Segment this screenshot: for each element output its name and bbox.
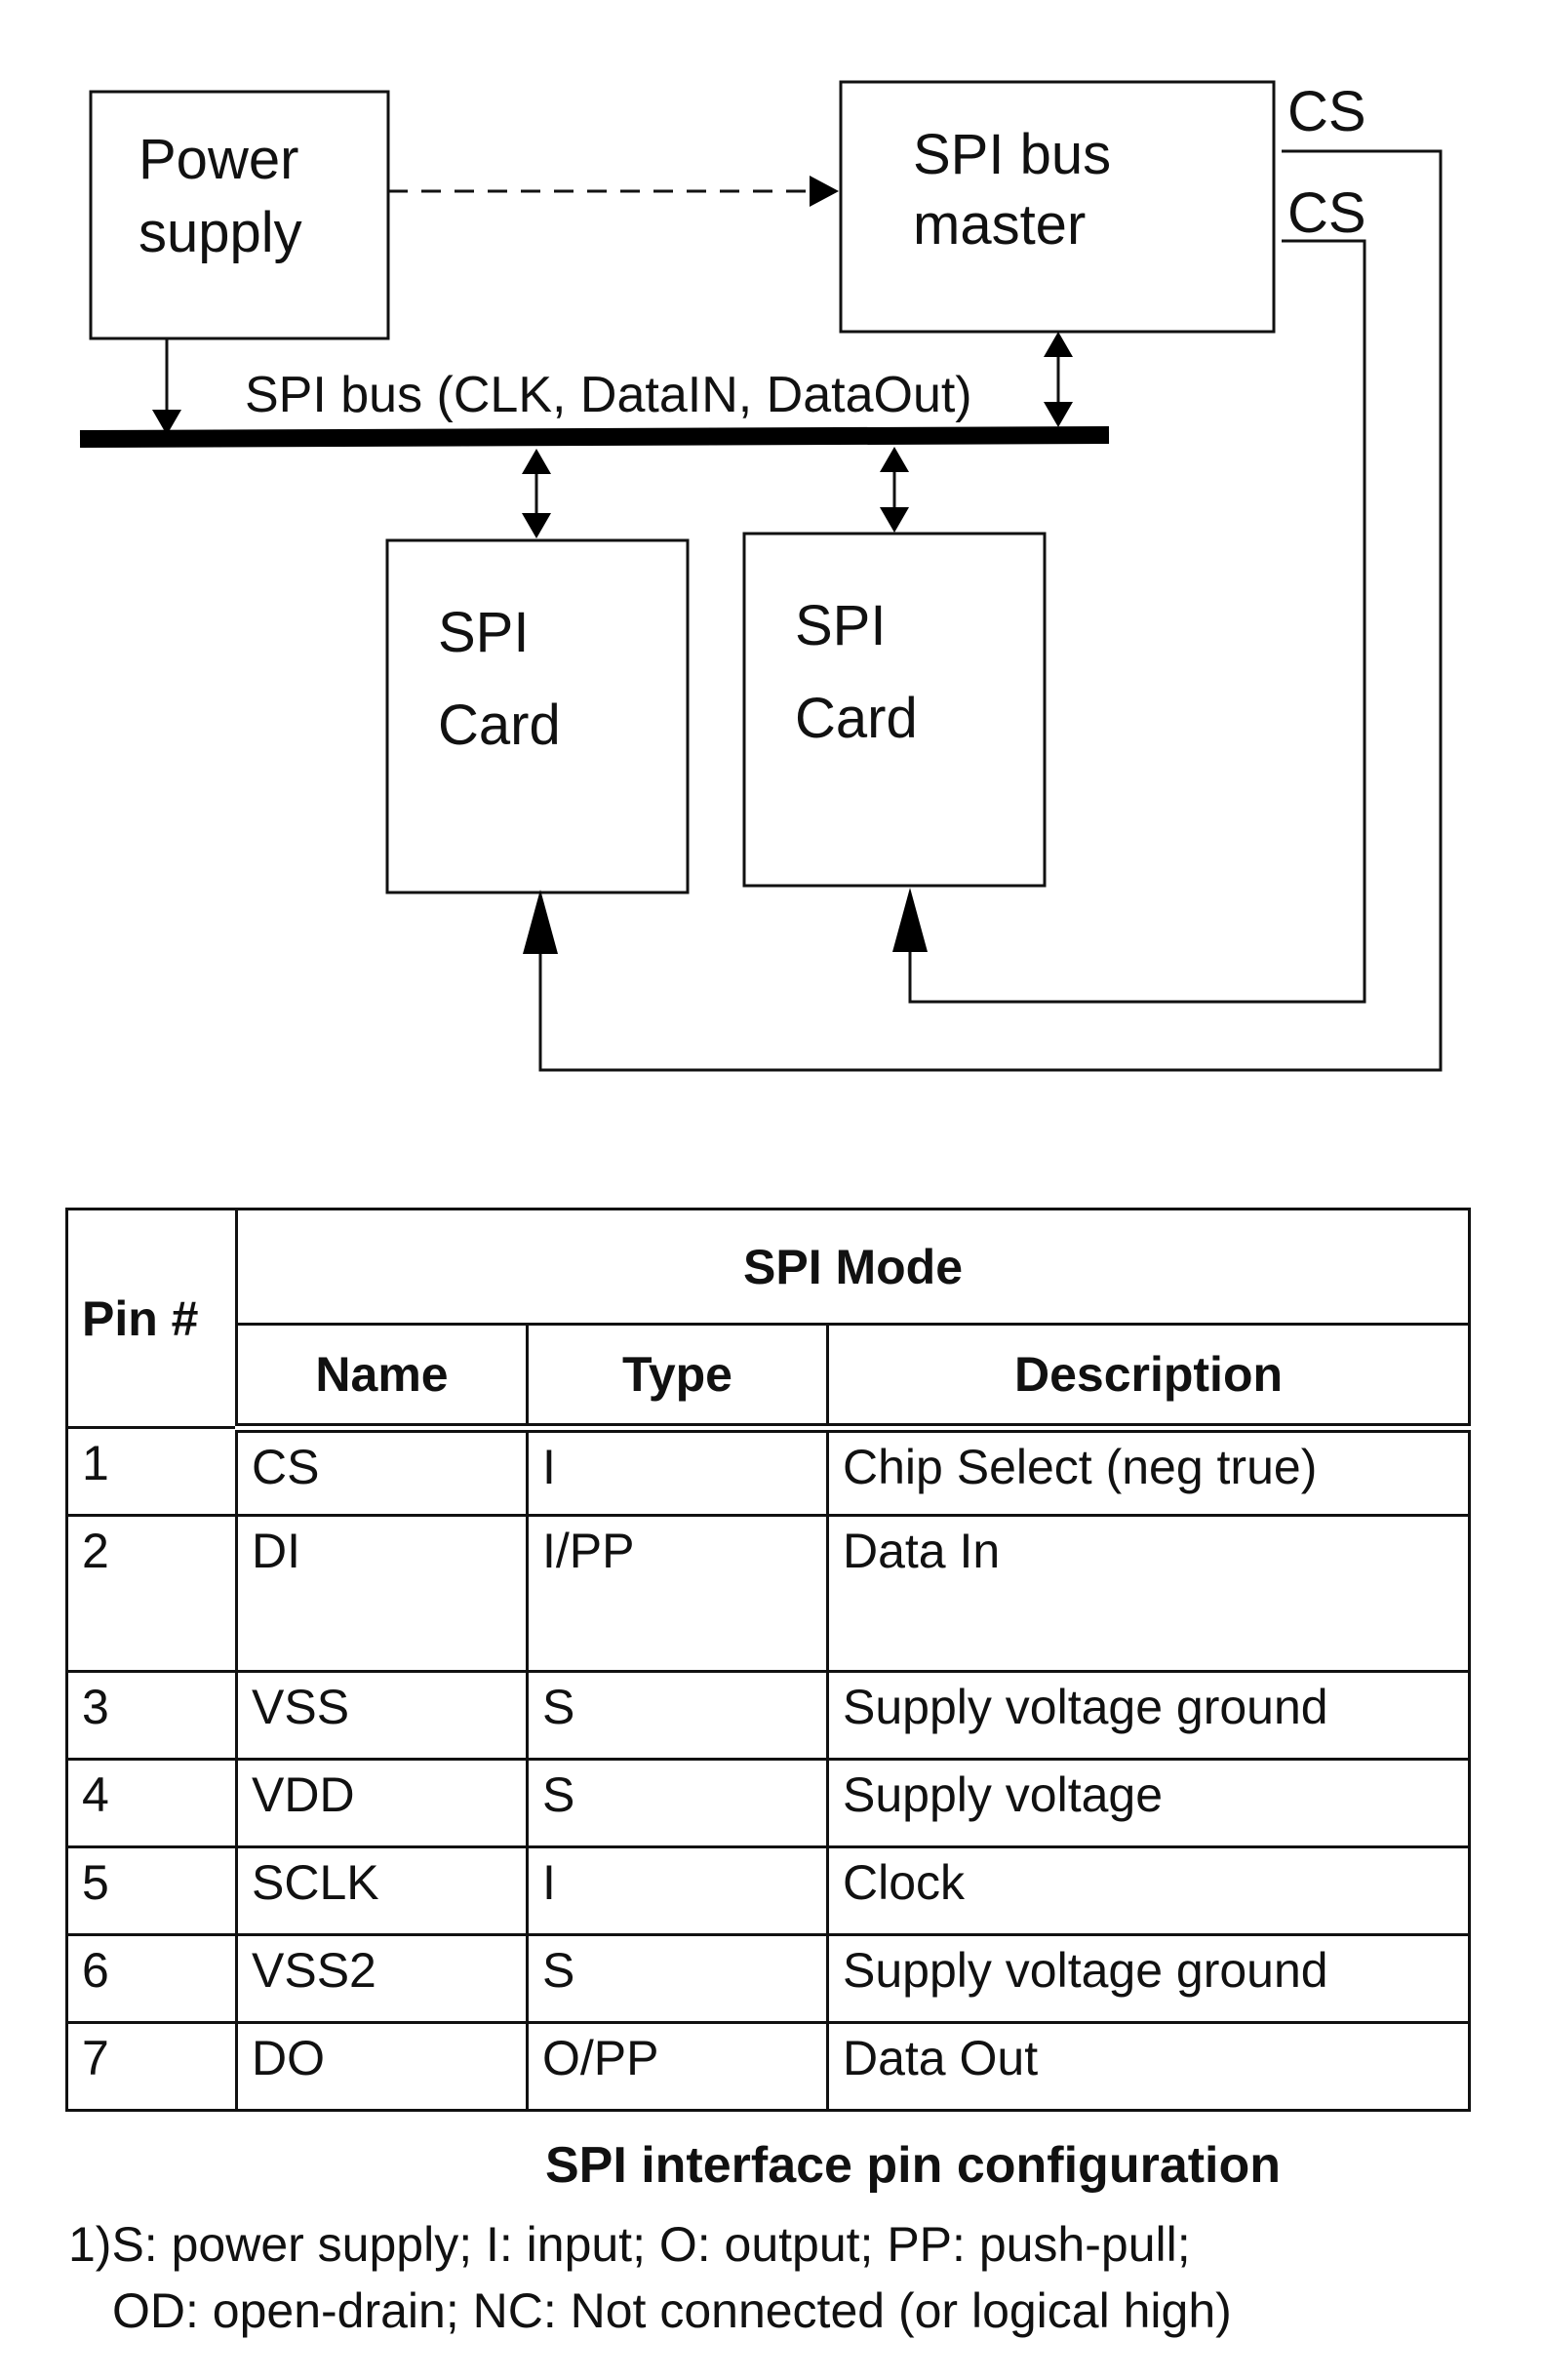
name-column-header: Name: [235, 1323, 529, 1433]
pin-cell: 3: [65, 1670, 238, 1761]
type-cell: S: [526, 1758, 829, 1848]
table-row: 4 VDD S Supply voltage: [65, 1758, 1472, 1848]
description-cell: Chip Select (neg true): [825, 1426, 1472, 1517]
table-row: 6 VSS2 S Supply voltage ground: [65, 1933, 1472, 2024]
table-row: 7 DO O/PP Data Out: [65, 2021, 1472, 2112]
spi-bus-master-label-line2: master: [913, 193, 1086, 257]
power-to-master-arrowhead: [810, 176, 839, 207]
type-column-header: Type: [526, 1323, 829, 1433]
pin-cell: 7: [65, 2021, 238, 2112]
spi-mode-header: SPI Mode: [234, 1208, 1472, 1326]
description-column-header: Description: [825, 1323, 1472, 1433]
name-cell: SCLK: [235, 1845, 529, 1936]
cs-line-card-2: [908, 239, 1366, 1004]
card1-bus-arrowhead-down: [522, 513, 551, 538]
card2-bus-arrowhead-up: [880, 447, 909, 472]
footnote-line-1: 1)S: power supply; I: input; O: output; …: [68, 2217, 1191, 2272]
description-cell: Supply voltage ground: [825, 1933, 1472, 2024]
cs-line-card-1: [538, 149, 1443, 1072]
spi-bus-bar: [79, 426, 1110, 448]
spi-card-2-label-line1: SPI: [795, 594, 887, 657]
pin-cell: 4: [65, 1758, 238, 1848]
spi-bus-label: SPI bus (CLK, DataIN, DataOut): [245, 367, 972, 423]
name-cell: DI: [235, 1514, 529, 1673]
table-caption: SPI interface pin configuration: [544, 2137, 1282, 2194]
description-cell: Data In: [825, 1514, 1472, 1673]
table-row: 3 VSS S Supply voltage ground: [65, 1670, 1472, 1761]
spi-card-1-label-line1: SPI: [438, 601, 530, 664]
pin-cell: 2: [65, 1514, 238, 1673]
master-bus-arrowhead-up: [1044, 332, 1073, 357]
cs-label-2: CS: [1287, 181, 1366, 245]
power-to-bus-arrowhead: [152, 410, 181, 435]
name-cell: CS: [235, 1426, 529, 1517]
power-supply-block: [89, 90, 390, 340]
spi-bus-diagram: Power supply SPI bus master SPI bus (CLK…: [79, 80, 1443, 1072]
card1-bus-arrowhead-up: [522, 449, 551, 474]
card2-bus-arrowhead-down: [880, 507, 909, 533]
master-bus-arrowhead-down: [1044, 402, 1073, 427]
table-row: 2 DI I/PP Data In: [65, 1514, 1472, 1673]
description-cell: Data Out: [825, 2021, 1472, 2112]
table-row: 5 SCLK I Clock: [65, 1845, 1472, 1936]
description-cell: Supply voltage ground: [825, 1670, 1472, 1761]
spi-bus-master-label-line1: SPI bus: [913, 123, 1111, 186]
description-cell: Clock: [825, 1845, 1472, 1936]
spi-bus-master-block: [839, 80, 1276, 334]
cs-card-2-arrowhead: [892, 888, 928, 952]
type-cell: S: [526, 1933, 829, 2024]
table-row: 1 CS I Chip Select (neg true): [65, 1426, 1472, 1517]
name-cell: DO: [235, 2021, 529, 2112]
name-cell: VSS2: [235, 1933, 529, 2024]
pin-cell: 1: [65, 1426, 238, 1517]
cs-label-1: CS: [1287, 80, 1366, 143]
power-supply-label-line2: supply: [138, 201, 302, 264]
footnote-line-2: OD: open-drain; NC: Not connected (or lo…: [112, 2283, 1232, 2338]
type-cell: O/PP: [526, 2021, 829, 2112]
spi-card-2-label-line2: Card: [795, 687, 918, 750]
name-cell: VDD: [235, 1758, 529, 1848]
pin-cell: 5: [65, 1845, 238, 1936]
pin-cell: 6: [65, 1933, 238, 2024]
description-cell: Supply voltage: [825, 1758, 1472, 1848]
cs-card-1-arrowhead: [523, 890, 558, 954]
spi-card-2-block: [742, 532, 1047, 888]
type-cell: I/PP: [526, 1514, 829, 1673]
spi-card-1-block: [385, 538, 690, 894]
power-supply-label-line1: Power: [138, 128, 298, 191]
name-cell: VSS: [235, 1670, 529, 1761]
type-cell: I: [526, 1845, 829, 1936]
pin-configuration-table: Pin # SPI Mode Name Type Description 1 C…: [65, 1208, 1472, 2112]
pin-column-header: Pin #: [65, 1208, 238, 1429]
spi-card-1-label-line2: Card: [438, 694, 561, 757]
type-cell: S: [526, 1670, 829, 1761]
type-cell: I: [526, 1426, 829, 1517]
